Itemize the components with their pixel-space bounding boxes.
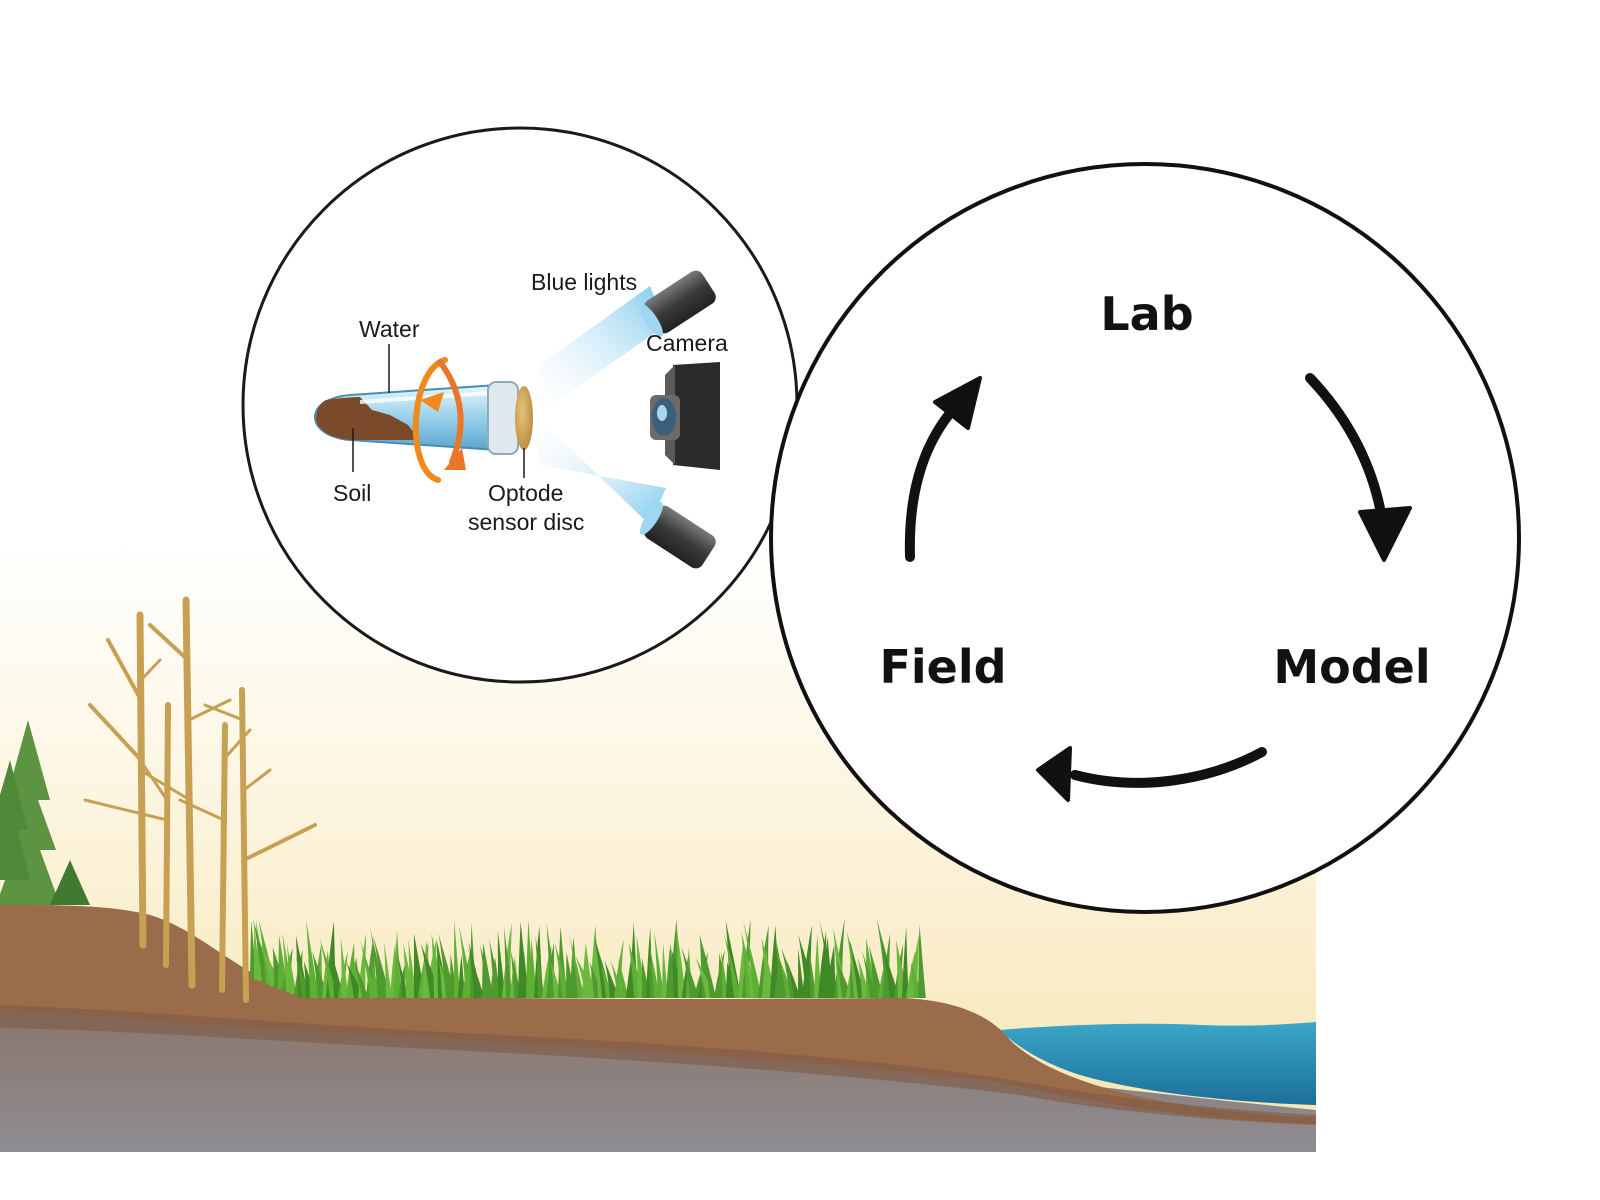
grass-blade [397, 954, 409, 998]
incubation-tube [313, 381, 533, 455]
soil-dark-band [0, 1005, 1316, 1125]
grass-blade [569, 935, 585, 998]
label-soil: Soil [333, 480, 371, 506]
grass-blade [868, 945, 884, 998]
grass-blade [725, 920, 742, 998]
dead-trees [83, 596, 317, 1003]
node-field: Field [879, 640, 1006, 694]
marsh-grass [250, 918, 926, 998]
arrow-head-model-to-field [1036, 746, 1072, 802]
grass-blade [918, 924, 926, 998]
rotation-arrow-icon [412, 357, 466, 483]
label-blue-lights: Blue lights [531, 269, 637, 295]
label-sensor-disc: sensor disc [468, 509, 584, 535]
grass-blade [340, 936, 349, 998]
label-optode: Optode [488, 480, 563, 506]
grass-blade [819, 918, 837, 998]
lower-lamp-icon [639, 502, 716, 569]
label-camera: Camera [646, 330, 728, 356]
grass-blade [786, 959, 801, 998]
cycle-arrows [904, 373, 1412, 802]
grass-blade [649, 945, 661, 998]
upper-lamp-icon [639, 270, 716, 337]
grass-blade [610, 959, 625, 998]
grass-blade [504, 926, 513, 998]
conifer-trees [0, 720, 90, 905]
arrow-field-to-lab [904, 400, 962, 562]
label-leader-lines [352, 344, 525, 478]
grass-blade [479, 944, 495, 998]
upper-light-beam [530, 286, 666, 420]
grass-blade [861, 949, 877, 998]
grass-blade [662, 943, 669, 998]
grass-blade [881, 944, 900, 998]
grass-blade [743, 920, 762, 998]
arrow-head-field-to-lab [933, 376, 982, 430]
optode-inset: Blue lights Water Camera Soil Optode sen… [241, 126, 799, 684]
grass-blade [618, 957, 629, 998]
node-lab: Lab [1100, 287, 1193, 341]
grass-blade [394, 930, 402, 998]
lake-water [1000, 1022, 1316, 1105]
grass-blade [723, 931, 741, 998]
grass-blade [847, 932, 866, 998]
camera-icon [650, 362, 720, 470]
grass-blade [699, 933, 717, 998]
soil-in-tube [315, 397, 420, 440]
grass-blade [384, 941, 393, 998]
grass-blade [467, 948, 485, 998]
grass-blade [454, 919, 461, 998]
grass-blade [814, 934, 822, 998]
soil-upper [0, 905, 1316, 1124]
node-model: Model [1273, 640, 1430, 694]
grass-blade [319, 938, 338, 998]
grass-blade [497, 930, 506, 998]
arrow-model-to-field [1070, 747, 1267, 788]
grass-blade [286, 943, 297, 994]
arrow-lab-to-model [1305, 373, 1388, 530]
label-water: Water [359, 316, 420, 342]
grass-blade [798, 948, 805, 998]
grass-blade [680, 945, 700, 998]
grass-blade [676, 923, 687, 998]
cycle-circle [769, 162, 1521, 914]
grass-blade [351, 955, 369, 998]
grass-blade [535, 935, 545, 998]
research-cycle: Lab Model Field [769, 162, 1521, 914]
optode-disc [515, 386, 533, 450]
grass-blade [902, 927, 909, 998]
grass-blade [654, 930, 665, 998]
lower-light-beam [530, 410, 666, 525]
grass-blade [306, 920, 319, 998]
arrow-head-lab-to-model [1358, 506, 1412, 562]
